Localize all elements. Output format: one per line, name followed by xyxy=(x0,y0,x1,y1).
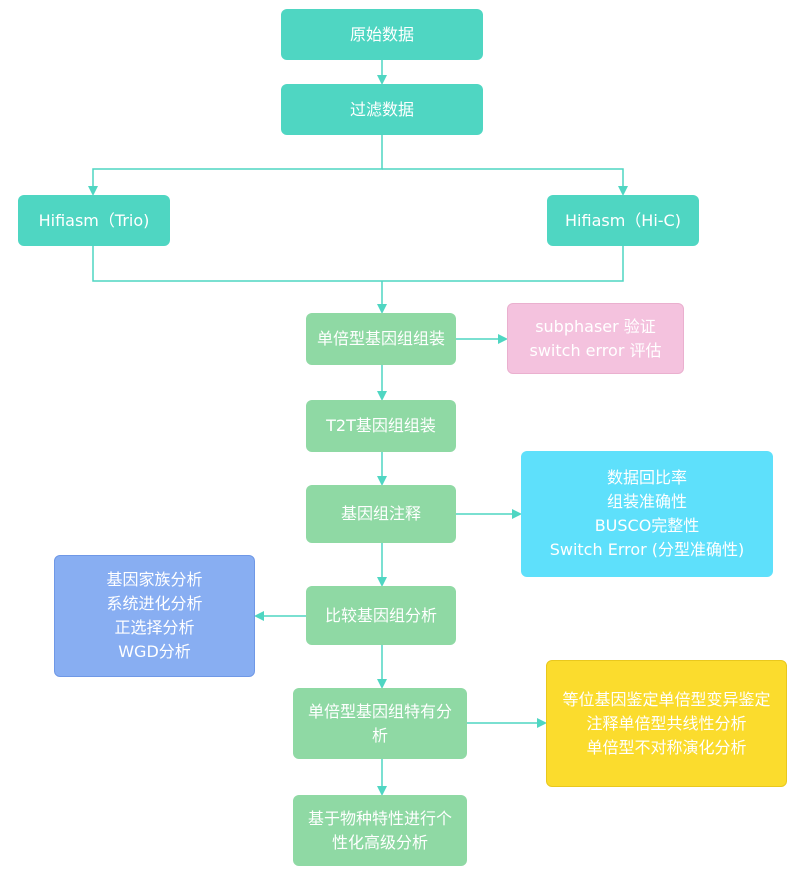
node-allele-line-1: 等位基因鉴定单倍型变异鉴定 xyxy=(562,689,771,709)
node-annotation: 基因组注释 xyxy=(306,485,456,543)
node-haploid-specific: 单倍型基因组特有分 析 xyxy=(293,688,467,759)
node-t2t-assembly: T2T基因组组装 xyxy=(306,400,456,452)
node-quality-line-3: BUSCO完整性 xyxy=(594,516,700,535)
node-raw-data-label: 原始数据 xyxy=(349,24,414,44)
node-annotation-label: 基因组注释 xyxy=(340,504,421,523)
node-allele-line-3: 单倍型不对称演化分析 xyxy=(586,737,747,757)
node-quality: 数据回比率 组装准确性 BUSCO完整性 Switch Error (分型准确性… xyxy=(521,451,773,577)
node-validation: subphaser 验证 switch error 评估 xyxy=(507,303,684,374)
node-quality-line-2: 组装准确性 xyxy=(606,492,687,511)
node-comparative: 比较基因组分析 xyxy=(306,586,456,645)
edge-filter-to-trio xyxy=(88,135,383,196)
node-haploid-assembly-label: 单倍型基因组组装 xyxy=(316,329,445,348)
node-hifiasm-trio-label: Hifiasm（Trio) xyxy=(38,210,150,230)
node-personalized-line-2: 性化高级分析 xyxy=(331,832,428,852)
node-allele-line-2: 注释单倍型共线性分析 xyxy=(586,713,747,733)
node-filter-data-label: 过滤数据 xyxy=(349,99,414,119)
node-personalized: 基于物种特性进行个 性化高级分析 xyxy=(293,795,467,866)
edge-filter-to-hic xyxy=(382,168,628,196)
node-allele: 等位基因鉴定单倍型变异鉴定 注释单倍型共线性分析 单倍型不对称演化分析 xyxy=(546,660,787,787)
node-validation-line-1: subphaser 验证 xyxy=(535,316,656,336)
node-family-line-1: 基因家族分析 xyxy=(106,570,203,589)
node-haploid-specific-line-1: 单倍型基因组特有分 xyxy=(307,701,452,721)
node-personalized-line-1: 基于物种特性进行个 xyxy=(307,808,452,828)
node-haploid-assembly: 单倍型基因组组装 xyxy=(306,313,456,365)
node-hifiasm-trio: Hifiasm（Trio) xyxy=(18,195,170,246)
node-quality-line-1: 数据回比率 xyxy=(606,468,687,487)
node-family-line-2: 系统进化分析 xyxy=(106,594,203,613)
node-comparative-label: 比较基因组分析 xyxy=(324,605,437,625)
node-family-line-4: WGD分析 xyxy=(118,642,191,661)
node-raw-data: 原始数据 xyxy=(281,9,483,60)
node-family-line-3: 正选择分析 xyxy=(114,618,195,637)
node-quality-line-4: Switch Error (分型准确性) xyxy=(549,540,745,559)
node-haploid-specific-line-2: 析 xyxy=(371,725,388,745)
node-family: 基因家族分析 系统进化分析 正选择分析 WGD分析 xyxy=(54,555,255,677)
node-hifiasm-hic-label: Hifiasm（Hi-C) xyxy=(565,210,681,230)
node-t2t-assembly-label: T2T基因组组装 xyxy=(326,416,436,435)
node-hifiasm-hic: Hifiasm（Hi-C) xyxy=(547,195,699,246)
node-validation-line-2: switch error 评估 xyxy=(529,340,662,360)
edge-trio-merge xyxy=(92,246,624,282)
node-filter-data: 过滤数据 xyxy=(281,84,483,135)
